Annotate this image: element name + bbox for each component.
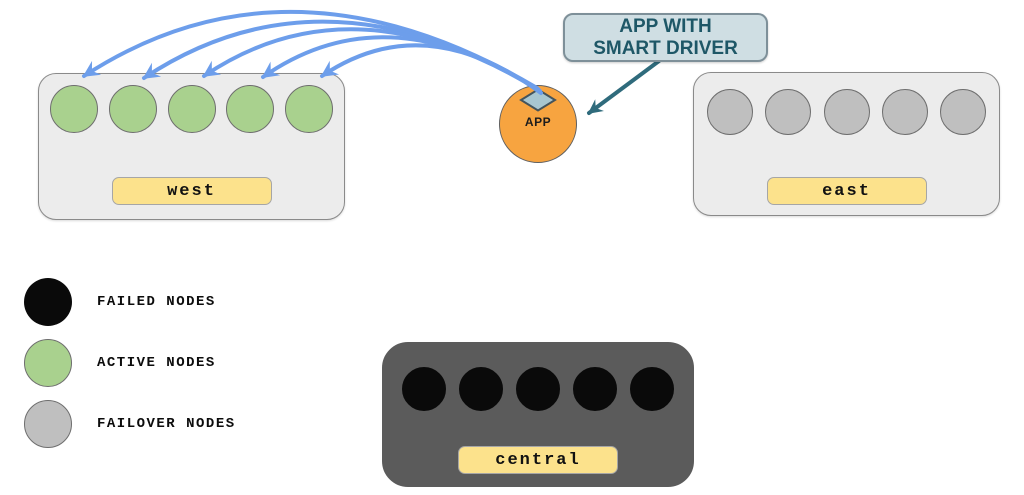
legend-item-failed: FAILED NODES <box>24 278 236 326</box>
region-label-central: central <box>458 446 618 474</box>
legend-item-active: ACTIVE NODES <box>24 339 236 387</box>
failover-node-swatch <box>24 400 72 448</box>
legend: FAILED NODES ACTIVE NODES FAILOVER NODES <box>24 278 236 461</box>
smart-driver-callout: APP WITH SMART DRIVER <box>563 13 768 62</box>
failover-node <box>881 89 928 135</box>
region-east: east <box>693 72 1000 216</box>
legend-label: FAILOVER NODES <box>97 416 236 432</box>
callout-to-app-arrow <box>587 59 661 115</box>
failover-node <box>707 89 753 135</box>
failover-node <box>823 89 870 135</box>
region-label-west: west <box>111 177 272 205</box>
failed-node-swatch <box>24 278 72 326</box>
callout-line-2: SMART DRIVER <box>593 37 738 59</box>
active-node-swatch <box>24 339 72 387</box>
failed-node <box>630 367 674 411</box>
failover-node <box>765 89 812 135</box>
active-node <box>167 85 216 133</box>
callout-line-1: APP WITH <box>619 15 712 37</box>
driver-diamond-icon <box>519 88 557 112</box>
central-node-row <box>383 367 693 411</box>
legend-item-failover: FAILOVER NODES <box>24 400 236 448</box>
west-node-row <box>39 85 344 133</box>
failed-node <box>402 367 446 411</box>
failed-node <box>516 367 560 411</box>
active-node <box>226 85 275 133</box>
region-west: west <box>38 73 345 220</box>
east-node-row <box>694 89 999 135</box>
app-node-label: APP <box>524 115 552 129</box>
active-node <box>108 85 157 133</box>
failed-node <box>573 367 617 411</box>
legend-label: FAILED NODES <box>97 294 216 310</box>
app-to-node-arrow <box>320 43 543 95</box>
region-label-east: east <box>766 177 927 205</box>
failed-node <box>459 367 503 411</box>
app-node: APP <box>499 85 577 163</box>
region-central: central <box>382 342 694 487</box>
legend-label: ACTIVE NODES <box>97 355 216 371</box>
failover-node <box>940 89 986 135</box>
active-node <box>285 85 333 133</box>
active-node <box>50 85 98 133</box>
